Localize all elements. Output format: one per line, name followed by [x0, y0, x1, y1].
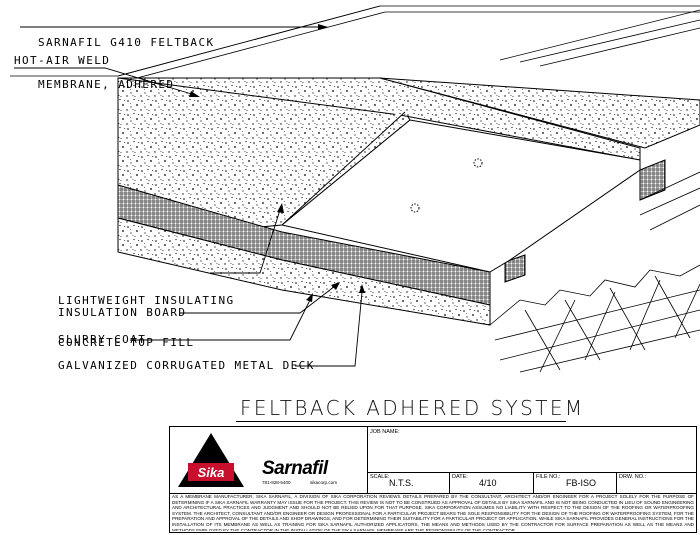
logo-panel: Sika Sarnafil 781-828-5400 sikacorp.com: [170, 427, 368, 493]
date-label: DATE:: [452, 474, 468, 480]
drw-no-cell: DRW. NO.:: [616, 472, 696, 493]
roof-assembly-drawing: [10, 5, 700, 373]
drw-no-label: DRW. NO.:: [619, 474, 647, 480]
phone-number: 781-828-5400: [262, 480, 291, 485]
membrane-sheet: [10, 5, 700, 83]
date-cell: DATE: 4/10: [449, 472, 534, 493]
callout-lwic: LIGHTWEIGHT INSULATING CONCRETE TOP FILL: [58, 266, 235, 364]
callout-hot-air-weld: HOT-AIR WELD: [14, 54, 111, 67]
callout-membrane-line2: MEMBRANE, ADHERED: [38, 78, 175, 91]
scale-value: N.T.S.: [389, 478, 414, 488]
callout-metal-deck: GALVANIZED CORRUGATED METAL DECK: [58, 359, 315, 372]
disclaimer-text: AS A MEMBRANE MANUFACTURER, SIKA SARNAFI…: [172, 494, 694, 531]
drawing-title: FELTBACK ADHERED SYSTEM: [240, 396, 585, 420]
callout-membrane: SARNAFIL G410 FELTBACK MEMBRANE, ADHERED: [38, 8, 215, 106]
sika-logo-text: Sika: [198, 465, 225, 480]
scale-label: SCALE:: [370, 474, 390, 480]
job-name-row: JOB NAME:: [367, 427, 696, 473]
sika-logo-icon: Sika: [178, 433, 244, 487]
title-block: Sika Sarnafil 781-828-5400 sikacorp.com …: [169, 426, 697, 533]
callout-membrane-line1: SARNAFIL G410 FELTBACK: [38, 36, 215, 49]
callout-arrowheads: [189, 24, 365, 302]
sarnafil-brand: Sarnafil: [262, 458, 328, 479]
callout-leaders: [14, 26, 363, 367]
recessed-roof-surface: [280, 119, 641, 273]
date-value: 4/10: [479, 478, 497, 488]
callout-slurry-coat: SLURRY COAT: [58, 333, 147, 346]
file-no-cell: FILE NO.: FB-ISO: [533, 472, 617, 493]
title-underline: [236, 421, 566, 422]
file-no-label: FILE NO.:: [536, 474, 561, 480]
disclaimer-divider: [170, 493, 696, 494]
website: sikacorp.com: [310, 480, 338, 485]
metal-deck: [489, 171, 700, 373]
file-no-value: FB-ISO: [566, 478, 597, 488]
callout-insulation-board: INSULATION BOARD: [58, 306, 187, 319]
job-name-label: JOB NAME:: [370, 429, 400, 435]
callout-lwic-line2: CONCRETE TOP FILL: [58, 336, 195, 349]
scale-cell: SCALE: N.T.S.: [367, 472, 450, 493]
callout-lwic-line1: LIGHTWEIGHT INSULATING: [58, 294, 235, 307]
drawing-info-row: SCALE: N.T.S. DATE: 4/10 FILE NO.: FB-IS…: [367, 472, 696, 494]
